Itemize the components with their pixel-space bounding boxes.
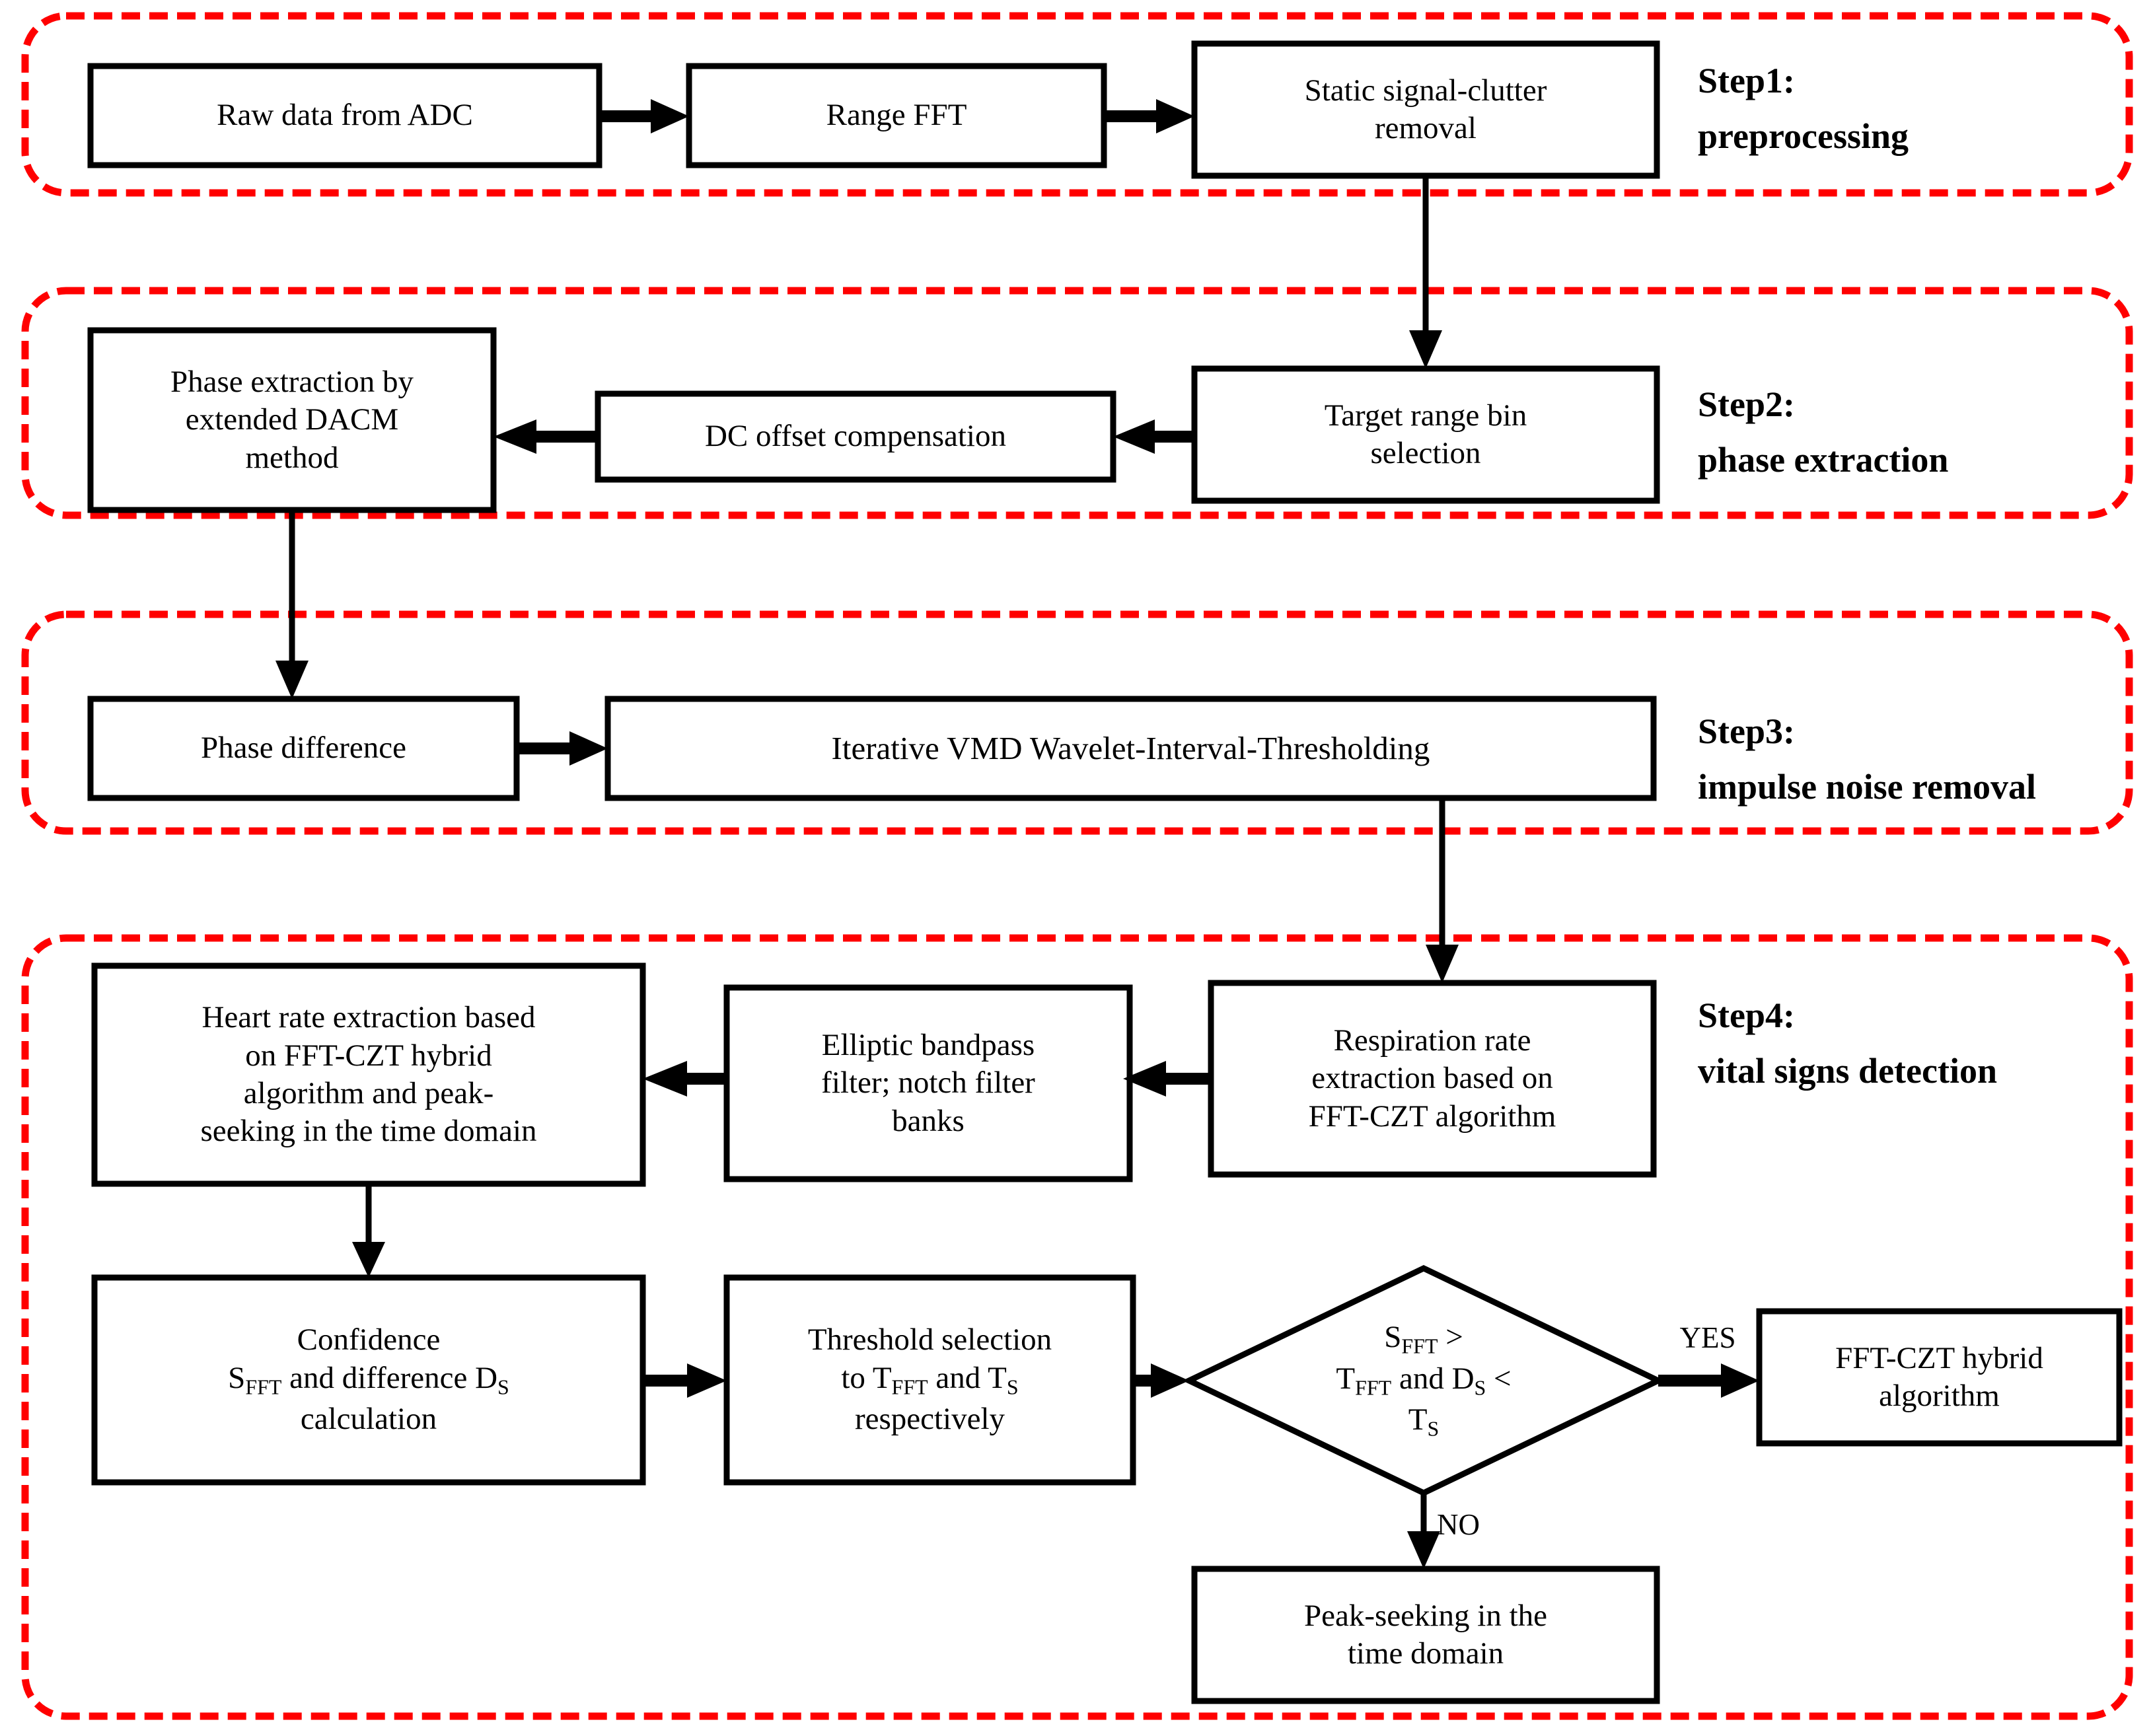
- node-target-range-bin-selection[interactable]: [1191, 365, 1660, 504]
- arrow-confidence-to-threshold: [643, 1363, 727, 1398]
- arrow-phasedifference-to-vmd: [517, 731, 608, 766]
- arrow-rangefft-to-clutter: [1104, 99, 1194, 133]
- arrow-dcoffset-to-phaseextraction: [493, 419, 598, 454]
- arrow-targetbin-to-dcoffset: [1113, 419, 1194, 454]
- node-heart-rate-extraction[interactable]: [91, 962, 646, 1187]
- node-raw-data-from-adc[interactable]: [87, 63, 602, 168]
- node-peak-seeking-time-domain[interactable]: [1191, 1566, 1660, 1704]
- arrow-vmd-to-respiration: [1426, 798, 1459, 983]
- node-fft-czt-hybrid-algorithm[interactable]: [1756, 1308, 2123, 1447]
- step2-group-border: [21, 287, 2133, 519]
- step1-group-border: [21, 12, 2133, 197]
- node-iterative-vmd-thresholding[interactable]: [604, 696, 1657, 801]
- node-elliptic-bandpass-filter[interactable]: [723, 984, 1133, 1182]
- node-range-fft[interactable]: [686, 63, 1107, 168]
- arrow-raw-to-rangefft: [599, 99, 689, 133]
- node-phase-extraction-dacm[interactable]: [87, 327, 497, 513]
- node-dc-offset-compensation[interactable]: [595, 390, 1116, 483]
- arrow-respiration-to-elliptic: [1123, 1061, 1211, 1097]
- node-phase-difference[interactable]: [87, 696, 520, 801]
- arrow-threshold-to-decision: [1133, 1363, 1189, 1398]
- node-confidence-calculation[interactable]: [91, 1274, 646, 1486]
- node-static-signal-clutter-removal[interactable]: [1191, 40, 1660, 179]
- node-threshold-selection[interactable]: [723, 1274, 1136, 1486]
- arrow-decision-yes-to-fftczt: [1658, 1363, 1759, 1398]
- step4-group-border: [21, 934, 2133, 1720]
- arrow-elliptic-to-heartrate: [643, 1061, 727, 1097]
- arrow-decision-no-to-peakseeking: [1407, 1493, 1440, 1569]
- arrow-phaseextraction-to-phasedifference: [275, 510, 309, 699]
- step3-group-border: [21, 610, 2133, 835]
- arrow-heartrate-to-confidence: [352, 1184, 385, 1278]
- node-decision-sfft-threshold[interactable]: [1182, 1265, 1665, 1496]
- arrow-clutter-to-target-bin: [1409, 176, 1442, 369]
- node-respiration-rate-extraction[interactable]: [1208, 980, 1657, 1178]
